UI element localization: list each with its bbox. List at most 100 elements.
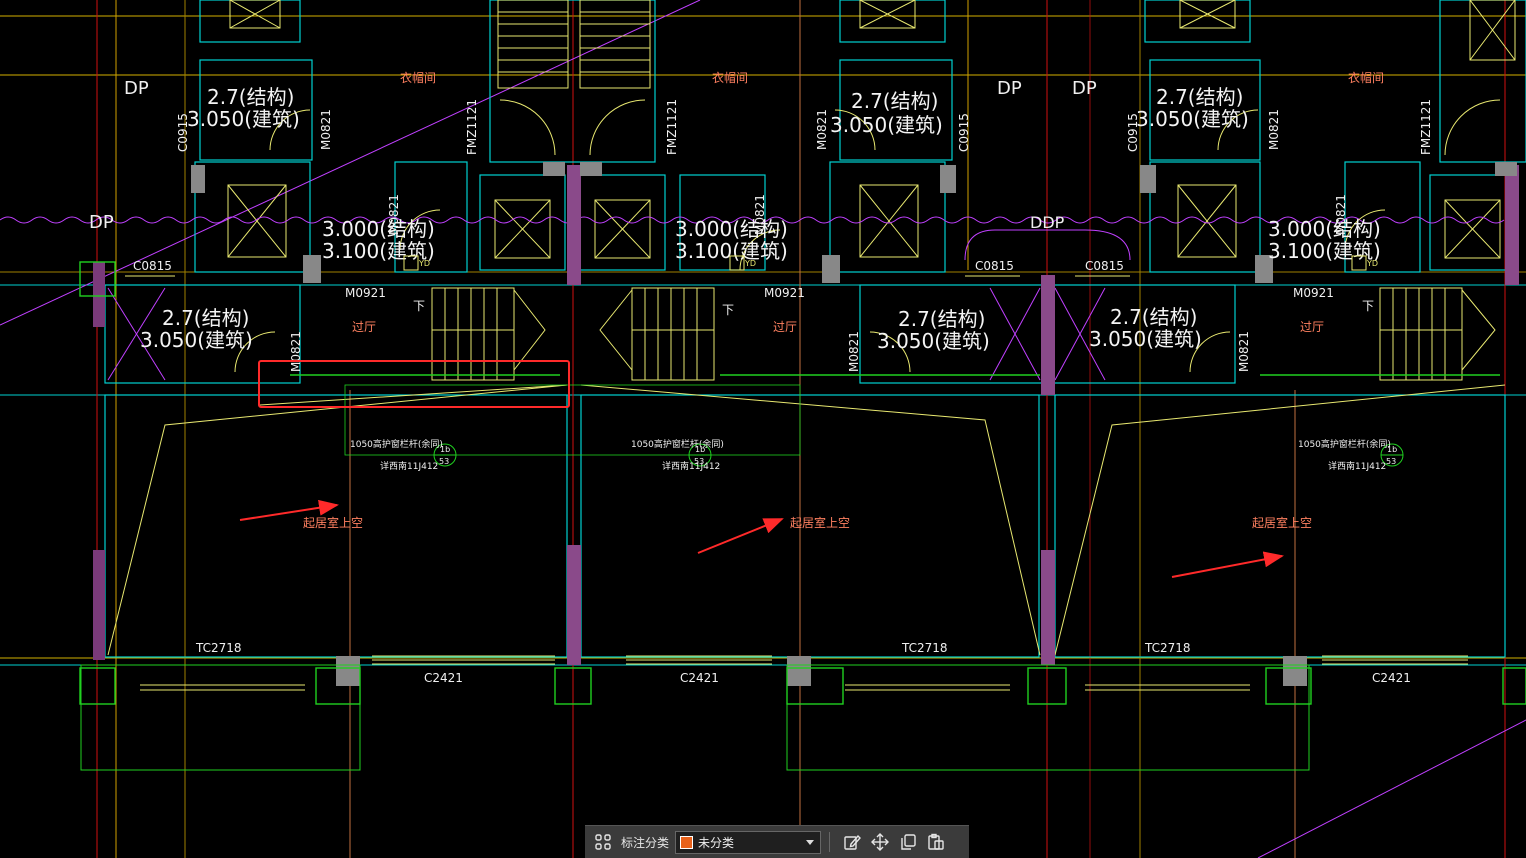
markup-arrow [697, 518, 784, 554]
columns [93, 162, 1519, 686]
yd-marker: YD [1366, 259, 1378, 268]
tag-m0921: M0921 [345, 286, 386, 300]
room-label-cloakroom: 衣帽间 [1348, 70, 1384, 85]
elevation-building: 3.100(建筑) [322, 239, 435, 263]
tag-c2421: C2421 [424, 671, 463, 685]
elevation-building: 3.050(建筑) [1089, 327, 1202, 351]
detail-sheet: 53 [1386, 457, 1396, 466]
toolbar-divider [829, 832, 831, 852]
room-label-hall: 过厅 [352, 320, 376, 334]
detail-number: 1b [440, 445, 450, 454]
tag-fmz1121: FMZ1121 [665, 99, 679, 155]
elevation-building: 3.050(建筑) [1136, 107, 1249, 131]
tag-m0921: M0921 [1293, 286, 1334, 300]
elevation-building: 3.050(建筑) [140, 328, 253, 352]
railing-ref: 详西南11J412 [380, 460, 438, 472]
category-selected-value: 未分类 [698, 835, 735, 850]
railing-ref: 详西南11J412 [1328, 460, 1386, 472]
markup-annotations [239, 360, 1284, 578]
tag-m0821: M0821 [1237, 331, 1251, 372]
tag-m0821: M0821 [319, 109, 333, 150]
void-lines [107, 384, 1506, 656]
detail-sheet: 53 [439, 457, 449, 466]
tag-c0815: C0815 [975, 259, 1014, 273]
elevation-structural: 3.000(结构) [322, 217, 435, 241]
grid-icon[interactable] [589, 828, 617, 856]
bath-fixtures [0, 216, 1505, 381]
stair-down-label: 下 [413, 299, 425, 313]
elevator-shafts [227, 0, 1516, 259]
room-label-hall: 过厅 [1300, 320, 1324, 334]
railing-note: 1050高护窗栏杆(余同) [631, 438, 724, 450]
tag-fmz1121: FMZ1121 [465, 99, 479, 155]
elevation-building: 3.050(建筑) [877, 329, 990, 353]
markup-arrow [1171, 551, 1284, 578]
tag-c0815: C0815 [1085, 259, 1124, 273]
door-swings [234, 99, 1501, 373]
paste-icon[interactable] [922, 828, 950, 856]
highlight-box [258, 360, 570, 408]
detail-callouts [433, 443, 1404, 467]
elevation-building: 3.050(建筑) [187, 107, 300, 131]
stair-down-label: 下 [722, 303, 734, 317]
tag-m0821: M0821 [753, 194, 767, 235]
elevation-structural: 2.7(结构) [898, 307, 985, 331]
tag-m0821: M0821 [815, 109, 829, 150]
elevation-building: 3.100(建筑) [675, 239, 788, 263]
tag-tc2718: TC2718 [195, 641, 242, 655]
tag-dp: DP [997, 78, 1022, 99]
elevation-structural: 3.000(结构) [675, 217, 788, 241]
tag-tc2718: TC2718 [901, 641, 948, 655]
tag-dp: DP [1072, 78, 1097, 99]
room-label-cloakroom: 衣帽间 [400, 70, 436, 85]
copy-icon[interactable] [894, 828, 922, 856]
category-color-swatch [680, 835, 694, 849]
annotation-toolbar: 标注分类 未分类 [585, 825, 969, 858]
elevation-structural: 2.7(结构) [162, 306, 249, 330]
category-label: 标注分类 [621, 835, 670, 850]
tag-m0821: M0821 [847, 331, 861, 372]
tag-tc2718: TC2718 [1144, 641, 1191, 655]
category-dropdown[interactable]: 未分类 [675, 830, 822, 854]
yd-marker: YD [418, 259, 430, 268]
tag-c2421: C2421 [680, 671, 719, 685]
markup-arrow [239, 499, 339, 521]
edit-icon[interactable] [838, 828, 866, 856]
tag-m0821: M0821 [1334, 194, 1348, 235]
tag-fmz1121: FMZ1121 [1419, 99, 1433, 155]
move-icon[interactable] [866, 828, 894, 856]
window-lines [125, 275, 1468, 691]
room-label-cloakroom: 衣帽间 [712, 70, 748, 85]
room-label-hall: 过厅 [773, 320, 797, 334]
elevation-structural: 2.7(结构) [207, 85, 294, 109]
elevation-building: 3.050(建筑) [830, 113, 943, 137]
tag-m0821: M0821 [289, 331, 303, 372]
chevron-down-icon [806, 839, 815, 845]
elevation-building: 3.100(建筑) [1268, 239, 1381, 263]
detail-number: 1b [1387, 445, 1397, 454]
railing-note: 1050高护窗栏杆(余同) [350, 438, 443, 450]
room-label-living-void: 起居室上空 [790, 515, 850, 530]
detail-sheet: 53 [694, 457, 704, 466]
tag-m0821: M0821 [1267, 109, 1281, 150]
room-label-living-void: 起居室上空 [1252, 515, 1312, 530]
yd-marker: YD [744, 259, 756, 268]
stairs [431, 0, 1496, 381]
tag-dp: DP [89, 212, 114, 233]
room-label-living-void: 起居室上空 [303, 515, 363, 530]
railing-ref: 详西南11J412 [662, 460, 720, 472]
elevation-structural: 2.7(结构) [1156, 85, 1243, 109]
tag-m0821: M0821 [387, 194, 401, 235]
tag-ddp: DDP [1030, 213, 1065, 232]
tag-dp: DP [124, 78, 149, 99]
tag-c2421: C2421 [1372, 671, 1411, 685]
balconies [79, 261, 1526, 771]
stair-down-label: 下 [1362, 299, 1374, 313]
railing-note: 1050高护窗栏杆(余同) [1298, 438, 1391, 450]
elevation-structural: 2.7(结构) [851, 89, 938, 113]
elevation-structural: 2.7(结构) [1110, 305, 1197, 329]
tag-c0915: C0915 [1126, 113, 1140, 152]
elevation-structural: 3.000(结构) [1268, 217, 1381, 241]
detail-number: 1b [695, 445, 705, 454]
